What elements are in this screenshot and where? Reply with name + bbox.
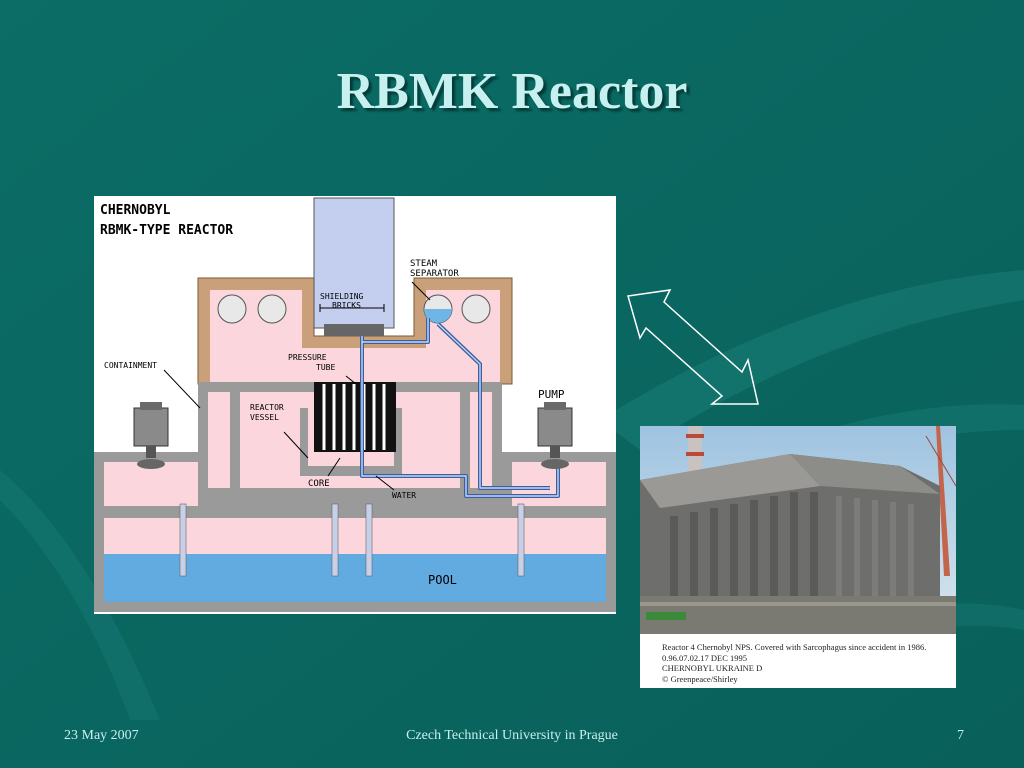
label-tube: TUBE (316, 363, 335, 372)
double-arrow-icon (627, 289, 759, 405)
caption-line: 0.96.07.02.17 DEC 1995 (662, 652, 747, 663)
caption-line: © Greenpeace/Shirley (662, 673, 738, 684)
label-containment: CONTAINMENT (104, 361, 157, 370)
steam-drum (461, 294, 491, 324)
label-pump: PUMP (538, 388, 565, 401)
rbmk-reactor-diagram: CHERNOBYL RBMK-TYPE REACTOR STEAM SEPARA… (94, 196, 616, 614)
diagram-title-line2: RBMK-TYPE REACTOR (100, 223, 233, 238)
caption-line: Reactor 4 Chernobyl NPS. Covered with Sa… (662, 642, 927, 652)
label-vessel: VESSEL (250, 413, 279, 422)
sarcophagus-photo: Reactor 4 Chernobyl NPS. Covered with Sa… (640, 426, 956, 688)
steam-separator-water (424, 309, 452, 323)
left-room (104, 462, 198, 506)
steam-drum (257, 294, 287, 324)
label-pool: POOL (428, 573, 457, 587)
photo-caption: Reactor 4 Chernobyl NPS. Covered with Sa… (662, 642, 952, 684)
shielding-block (313, 197, 395, 329)
label-core: CORE (308, 479, 330, 489)
sarcophagus-image (640, 426, 956, 634)
diagram-title-line1: CHERNOBYL (100, 203, 171, 218)
lower-hall (104, 518, 606, 554)
label-bricks: BRICKS (332, 301, 361, 310)
label-water: WATER (392, 491, 416, 500)
footer-date: 23 May 2007 (64, 728, 139, 743)
steam-drum (217, 294, 247, 324)
pump-left (133, 402, 169, 469)
caption-line: CHERNOBYL UKRAINE D (662, 663, 763, 673)
pump-right (537, 402, 573, 469)
page-number: 7 (957, 728, 964, 743)
label-reactor: REACTOR (250, 403, 284, 412)
label-pressure: PRESSURE (288, 353, 327, 362)
footer-organization: Czech Technical University in Prague (406, 728, 618, 743)
label-steam: STEAM (410, 259, 438, 269)
slide-title: RBMK Reactor (336, 63, 688, 120)
label-shielding: SHIELDING (320, 292, 364, 301)
label-separator: SEPARATOR (410, 269, 459, 279)
